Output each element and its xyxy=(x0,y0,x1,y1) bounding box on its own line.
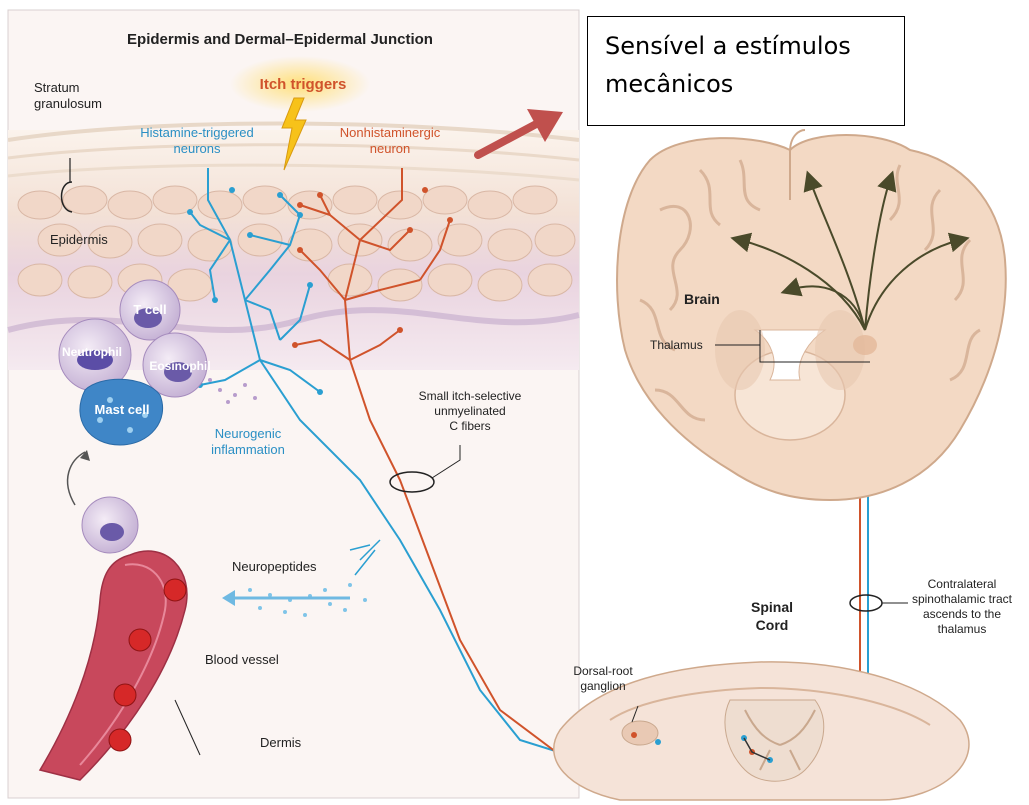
tract-label-line2: spinothalamic tract xyxy=(912,592,1013,606)
brain-label: Brain xyxy=(684,291,720,307)
neutrophil-label: Neutrophil xyxy=(62,345,122,359)
stratum-label-line2: granulosum xyxy=(34,96,102,111)
blood-vessel-label: Blood vessel xyxy=(205,652,279,667)
epidermis-label: Epidermis xyxy=(50,232,108,247)
callout-text-line2: mecânicos xyxy=(605,65,904,103)
t-cell-label: T cell xyxy=(133,302,166,317)
itch-triggers-label: Itch triggers xyxy=(260,76,347,93)
neurogenic-label-line1: Neurogenic xyxy=(215,426,282,441)
tract-label-line3: ascends to the xyxy=(923,607,1001,621)
spinal-cord-label-line2: Cord xyxy=(756,617,789,633)
panel-title: Epidermis and Dermal–Epidermal Junction xyxy=(127,31,433,48)
fibers-label-line2: unmyelinated xyxy=(434,404,505,418)
tract-label-line1: Contralateral xyxy=(928,577,997,591)
nonhistaminergic-label-line1: Nonhistaminergic xyxy=(340,125,441,140)
fibers-label-line1: Small itch-selective xyxy=(419,389,522,403)
neurogenic-label-line2: inflammation xyxy=(211,442,285,457)
dermis-label: Dermis xyxy=(260,735,302,750)
callout-text-line1: Sensível a estímulos xyxy=(605,27,904,65)
histamine-label-line2: neurons xyxy=(174,141,221,156)
drg-label-line1: Dorsal-root xyxy=(573,664,633,678)
stratum-label-line1: Stratum xyxy=(34,80,80,95)
nonhistaminergic-label-line2: neuron xyxy=(370,141,410,156)
eosinophil-label: Eosinophil xyxy=(149,359,210,373)
histamine-label-line1: Histamine-triggered xyxy=(140,125,253,140)
spinal-cord-label-line1: Spinal xyxy=(751,599,793,615)
thalamus-label: Thalamus xyxy=(650,338,703,352)
tract-marker xyxy=(850,595,882,611)
drg-label-line2: ganglion xyxy=(580,679,625,693)
fibers-label-line3: C fibers xyxy=(449,419,490,433)
callout-box: Sensível a estímulos mecânicos xyxy=(587,16,905,126)
neuropeptides-label: Neuropeptides xyxy=(232,559,317,574)
tract-label-line4: thalamus xyxy=(938,622,987,636)
mast-cell-label: Mast cell xyxy=(95,402,150,417)
